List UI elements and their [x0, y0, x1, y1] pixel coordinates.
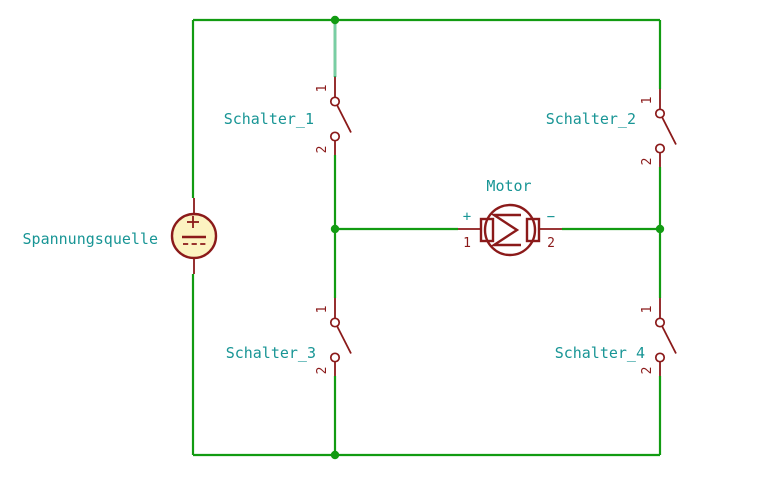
voltage-source-symbol[interactable]	[170, 198, 218, 274]
label-spannungsquelle[interactable]: Spannungsquelle	[23, 230, 158, 248]
pin-number: 1	[315, 85, 330, 93]
motor-terminal	[479, 217, 495, 243]
switch-4-symbol[interactable]: 1 2	[640, 298, 677, 376]
pin-name-plus: +	[463, 209, 471, 225]
label-schalter-2[interactable]: Schalter_2	[546, 110, 636, 128]
pin-number: 2	[315, 146, 330, 154]
junction-dot[interactable]	[330, 450, 340, 460]
switch-lever	[336, 104, 352, 133]
motor-m-glyph-icon	[489, 213, 521, 247]
pin-number: 1	[640, 97, 655, 105]
pin-number: 1	[640, 306, 655, 314]
junction-dot[interactable]	[330, 15, 340, 25]
pin-number: 2	[640, 158, 655, 166]
wires	[191, 18, 662, 457]
switch-2-symbol[interactable]: 1 2	[640, 89, 677, 167]
pin-number: 2	[640, 367, 655, 375]
switch-lever	[661, 325, 677, 354]
motor-symbol[interactable]: + 1 − 2	[458, 203, 562, 257]
switch-contact	[329, 96, 341, 107]
label-schalter-1[interactable]: Schalter_1	[224, 110, 314, 128]
pin-number: 2	[315, 367, 330, 375]
pin-number: 1	[315, 306, 330, 314]
switch-1-symbol[interactable]: 1 2	[315, 77, 352, 155]
label-motor[interactable]: Motor	[486, 177, 531, 195]
switch-lever	[336, 325, 352, 354]
switch-contact	[329, 352, 341, 363]
label-schalter-4[interactable]: Schalter_4	[555, 344, 645, 362]
junctions	[330, 15, 665, 460]
junction-dot[interactable]	[655, 224, 665, 234]
motor-terminal	[525, 217, 541, 243]
pin-name-minus: −	[547, 209, 555, 225]
switch-contact	[329, 131, 341, 142]
pin-number: 2	[547, 236, 555, 251]
plus-sign-icon	[187, 216, 199, 228]
switch-contact	[654, 317, 666, 328]
switch-contact	[654, 352, 666, 363]
switch-3-symbol[interactable]: 1 2	[315, 298, 352, 376]
switch-contact	[329, 317, 341, 328]
dc-source-icon	[182, 235, 206, 245]
switch-contact	[654, 143, 666, 154]
pin-number: 1	[463, 236, 471, 251]
switch-contact	[654, 108, 666, 119]
junction-dot[interactable]	[330, 224, 340, 234]
label-schalter-3[interactable]: Schalter_3	[226, 344, 316, 362]
switch-lever	[661, 116, 677, 145]
